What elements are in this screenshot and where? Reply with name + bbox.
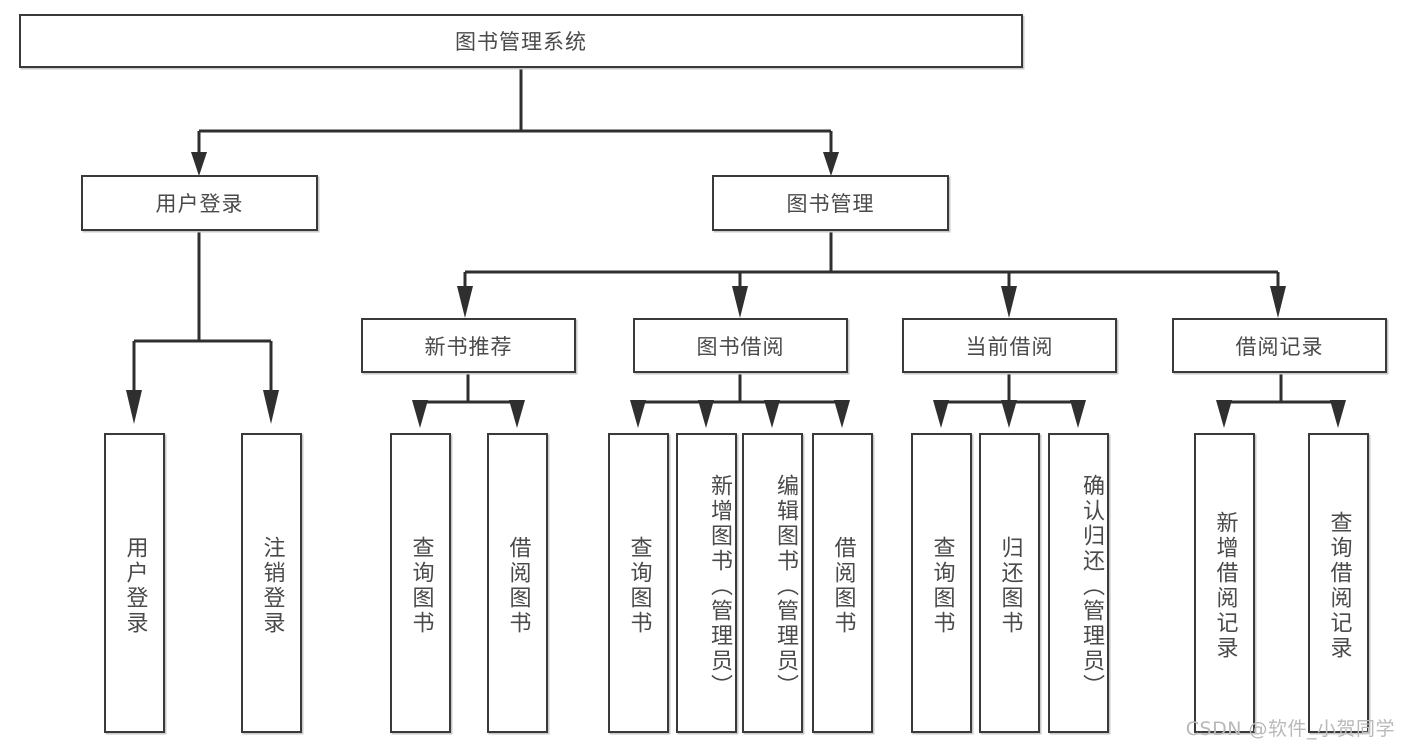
arrow-root-to-bookmgmt xyxy=(823,152,839,176)
node-book-borrow[interactable]: 图书借阅 xyxy=(633,318,848,373)
arrow-bookmgmt-child-1 xyxy=(457,286,473,318)
arrow-root-to-userlogin xyxy=(191,152,207,176)
arrow-bookmgmt-child-2 xyxy=(732,286,748,318)
arrow-userlogin-leaf-2 xyxy=(263,390,279,424)
arrow-record-leaf-1 xyxy=(1216,400,1232,428)
leaf-current-return-book[interactable]: 归还图书 xyxy=(979,433,1040,733)
leaf-borrow-borrow-book[interactable]: 借阅图书 xyxy=(812,433,873,733)
leaf-current-confirm-return[interactable]: 确认归还（管理员） xyxy=(1048,433,1109,733)
arrow-bookmgmt-child-3 xyxy=(1001,286,1017,318)
leaf-borrow-add-book[interactable]: 新增图书（管理员） xyxy=(676,433,737,733)
leaf-user-login-logout[interactable]: 注销登录 xyxy=(241,433,302,733)
arrow-current-leaf-2 xyxy=(1001,400,1017,428)
leaf-borrow-query-book[interactable]: 查询图书 xyxy=(608,433,669,733)
leaf-borrow-edit-book[interactable]: 编辑图书（管理员） xyxy=(742,433,803,733)
arrow-current-leaf-3 xyxy=(1070,400,1086,428)
leaf-new-book-borrow[interactable]: 借阅图书 xyxy=(487,433,548,733)
node-user-login[interactable]: 用户登录 xyxy=(81,175,318,231)
arrow-userlogin-leaf-1 xyxy=(126,390,142,424)
arrow-borrow-leaf-1 xyxy=(630,400,646,428)
leaf-current-query-book[interactable]: 查询图书 xyxy=(911,433,972,733)
arrow-borrow-leaf-3 xyxy=(764,400,780,428)
leaf-record-add[interactable]: 新增借阅记录 xyxy=(1194,433,1255,733)
arrow-newbook-leaf-1 xyxy=(412,400,428,428)
arrow-newbook-leaf-2 xyxy=(509,400,525,428)
node-current-borrow[interactable]: 当前借阅 xyxy=(902,318,1117,373)
node-book-management[interactable]: 图书管理 xyxy=(712,175,949,231)
node-root[interactable]: 图书管理系统 xyxy=(19,14,1023,68)
leaf-record-query[interactable]: 查询借阅记录 xyxy=(1308,433,1369,733)
leaf-new-book-query[interactable]: 查询图书 xyxy=(390,433,451,733)
node-borrow-record[interactable]: 借阅记录 xyxy=(1172,318,1387,373)
node-new-book-recommend[interactable]: 新书推荐 xyxy=(361,318,576,373)
watermark-text: CSDN @软件_小贺同学 xyxy=(1185,718,1395,740)
leaf-user-login-login[interactable]: 用户登录 xyxy=(104,433,165,733)
arrow-current-leaf-1 xyxy=(933,400,949,428)
arrow-record-leaf-2 xyxy=(1330,400,1346,428)
arrow-borrow-leaf-2 xyxy=(698,400,714,428)
arrow-borrow-leaf-4 xyxy=(834,400,850,428)
arrow-bookmgmt-child-4 xyxy=(1270,286,1286,318)
